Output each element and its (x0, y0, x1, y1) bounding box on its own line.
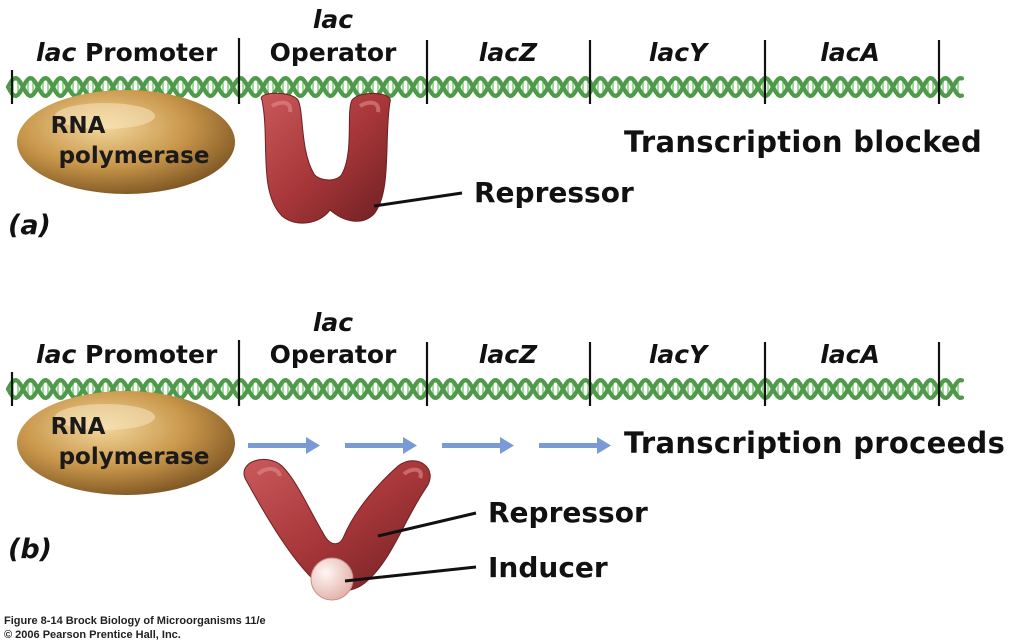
transcription-arrow-1 (248, 437, 320, 454)
polymerase-label-line1: RNA (51, 113, 106, 139)
repressor-pointer (377, 511, 477, 538)
inducer (310, 557, 354, 601)
dna-helix (5, 377, 965, 401)
dna-backbone-strand (5, 75, 965, 99)
operator-label: Operator (270, 38, 397, 67)
lacy-label: lacY (649, 340, 710, 369)
repressor-label: Repressor (488, 496, 648, 529)
promoter-label: lac Promoter (36, 340, 218, 369)
transcription-arrows (248, 437, 611, 454)
inducer-pointer (344, 565, 477, 583)
lacz-label: lacZ (479, 340, 538, 369)
promoter-label: lac Promoter (36, 38, 218, 67)
panel-a: lac Promoter lac Operator lacZ lacY lacA… (5, 5, 982, 241)
lacy-label: lacY (649, 38, 710, 67)
inducer-label: Inducer (488, 551, 608, 584)
lacz-label: lacZ (479, 38, 538, 67)
operator-label: Operator (270, 340, 397, 369)
polymerase-label-line2: polymerase (59, 143, 210, 169)
operator-label-italic: lac (313, 5, 353, 34)
panel-b: lac Promoter lac Operator lacZ lacY lacA… (5, 308, 1005, 601)
repressor-pointer (373, 191, 463, 208)
repressor (260, 92, 391, 224)
transcription-arrow-3 (442, 437, 514, 454)
gene-boundaries (10, 340, 941, 406)
panel-label: (b) (8, 534, 52, 565)
figure-credit-line2: © 2006 Pearson Prentice Hall, Inc. (4, 629, 181, 641)
gene-boundaries (10, 38, 941, 104)
operator-label-italic: lac (313, 308, 353, 337)
transcription-status: Transcription blocked (624, 125, 982, 159)
transcription-arrow-2 (345, 437, 417, 454)
rna-polymerase (17, 391, 235, 495)
rna-polymerase (17, 90, 235, 194)
transcription-arrow-4 (539, 437, 611, 454)
dna-helix (5, 75, 965, 99)
panel-label: (a) (8, 210, 51, 241)
transcription-status: Transcription proceeds (624, 426, 1005, 460)
dna-backbone-strand (5, 377, 965, 401)
figure-credit-line1: Figure 8-14 Brock Biology of Microorgani… (4, 615, 266, 627)
polymerase-label-line2: polymerase (59, 444, 210, 470)
laca-label: lacA (820, 340, 880, 369)
polymerase-label-line1: RNA (51, 414, 106, 440)
repressor-label: Repressor (474, 176, 634, 209)
laca-label: lacA (820, 38, 880, 67)
